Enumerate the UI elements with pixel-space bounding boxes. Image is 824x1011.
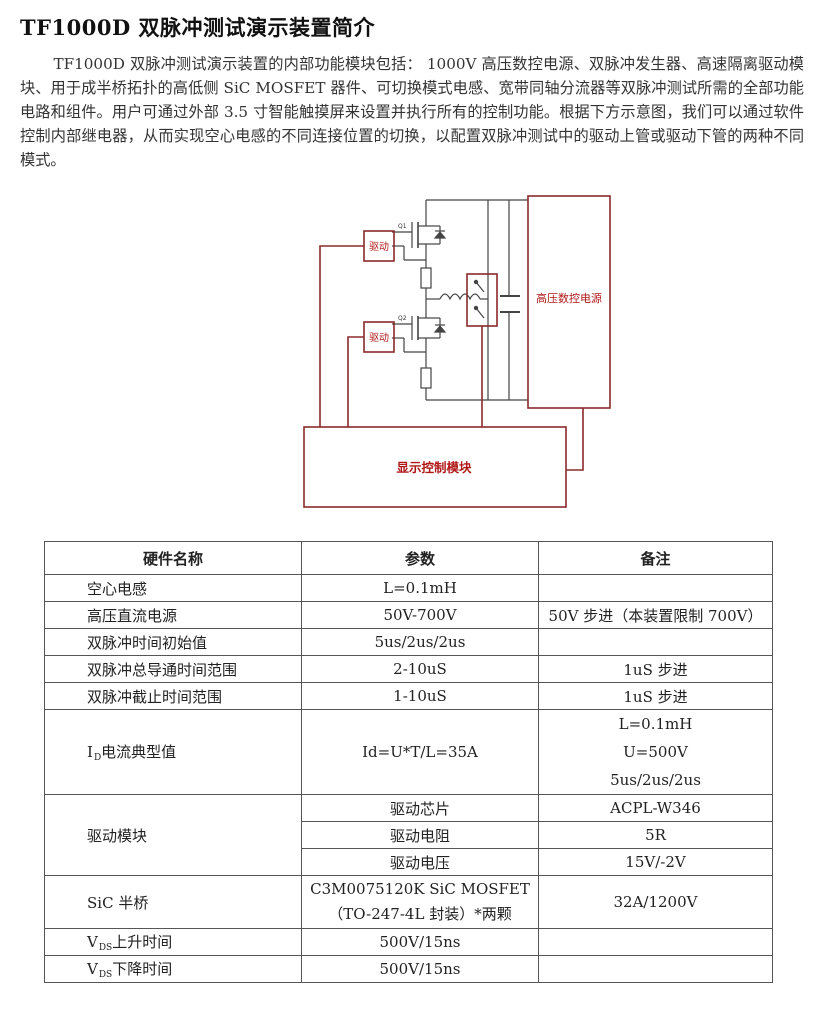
table-row: VDS上升时间 500V/15ns (44, 928, 773, 956)
table-row: 驱动电阻 5R (45, 821, 773, 849)
table-row: 高压直流电源 50V-700V 50V 步进（本装置限制 700V） (44, 601, 773, 629)
driver-high-label: 驱动 (369, 241, 389, 253)
table-row: 驱动模块 驱动芯片 ACPL-W346 (44, 794, 773, 876)
header-hardware-name: 硬件名称 (44, 541, 302, 575)
intro-paragraph: TF1000D 双脉冲测试演示装置的内部功能模块包括： 1000V 高压数控电源… (20, 55, 804, 169)
q1-label: Q1 (398, 223, 407, 230)
table-row: SiC 半桥 C3M0075120K SiC MOSFET （TO-247-4L… (44, 875, 773, 929)
page-title: TF1000D 双脉冲测试演示装置简介 (20, 15, 376, 40)
hv-supply-label: 高压数控电源 (536, 291, 602, 305)
table-row: 双脉冲截止时间范围 1-10uS 1uS 步进 (44, 682, 773, 710)
table-row: 空心电感 L=0.1mH (44, 574, 773, 602)
display-module-label: 显示控制模块 (396, 460, 472, 475)
driver-low-label: 驱动 (369, 332, 389, 344)
header-parameter: 参数 (301, 541, 539, 575)
table-row: 双脉冲时间初始值 5us/2us/2us (44, 628, 773, 656)
hardware-spec-table: 硬件名称 参数 备注 空心电感 L=0.1mH 高压直流电源 50V-700V … (44, 541, 773, 983)
table-row: 双脉冲总导通时间范围 2-10uS 1uS 步进 (44, 655, 773, 683)
table-row: VDS下降时间 500V/15ns (44, 955, 773, 983)
header-note: 备注 (538, 541, 773, 575)
table-row: ID电流典型值 Id=U*T/L=35A L=0.1mH U=500V 5us/… (44, 709, 773, 795)
table-row: 驱动电压 15V/-2V (45, 848, 773, 876)
q2-label: Q2 (398, 315, 407, 322)
